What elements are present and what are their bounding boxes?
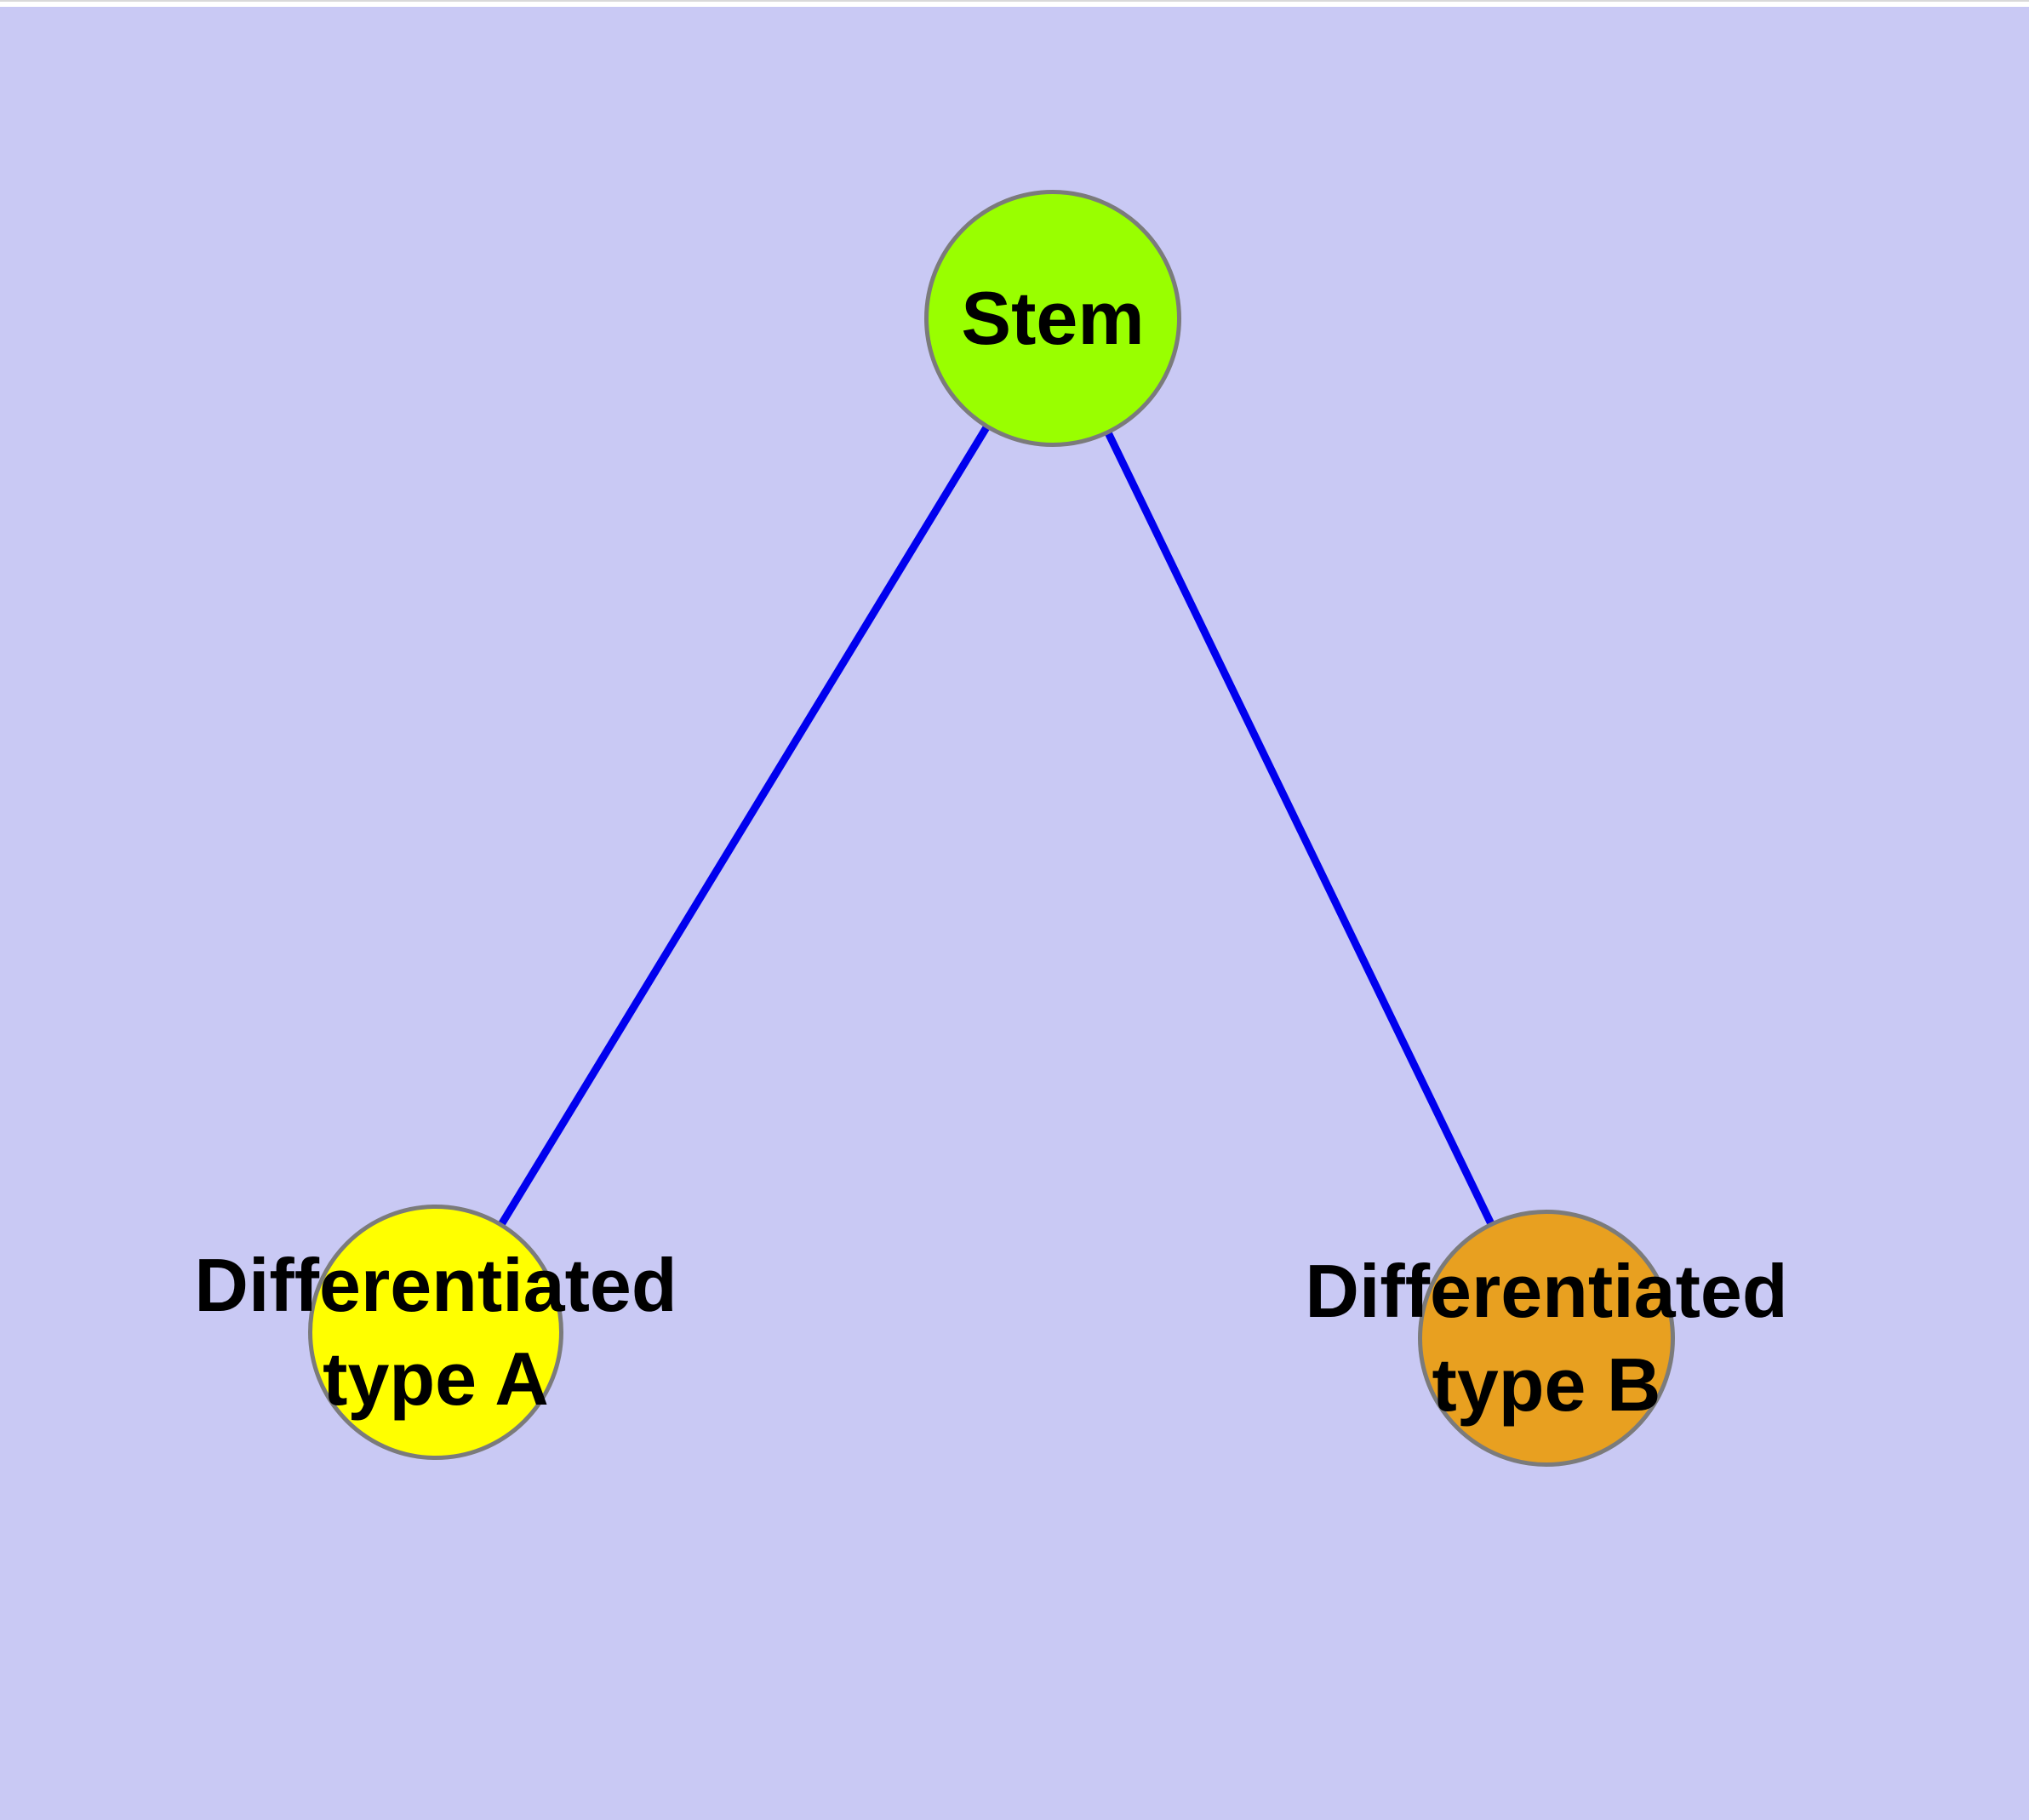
node-differentiated-type-a-label: Differentiated type A: [194, 1239, 677, 1426]
top-margin-strip: [0, 0, 2029, 7]
node-stem-label: Stem: [961, 272, 1144, 365]
node-differentiated-type-a: Differentiated type A: [194, 1205, 677, 1460]
node-differentiated-type-b-label: Differentiated type B: [1305, 1245, 1787, 1432]
node-differentiated-type-b-label-line1: Differentiated: [1305, 1249, 1788, 1333]
node-differentiated-type-a-label-line2: type A: [323, 1336, 549, 1421]
node-differentiated-type-b-label-line2: type B: [1432, 1342, 1661, 1427]
node-stem-label-line1: Stem: [961, 276, 1145, 360]
edge-stem-to-differentiated-type-b: [1049, 317, 1551, 1340]
node-differentiated-type-a-label-line1: Differentiated: [194, 1243, 677, 1327]
node-stem: Stem: [924, 190, 1181, 447]
edge-stem-to-differentiated-type-a: [432, 316, 1056, 1335]
node-differentiated-type-b: Differentiated type B: [1305, 1210, 1788, 1467]
